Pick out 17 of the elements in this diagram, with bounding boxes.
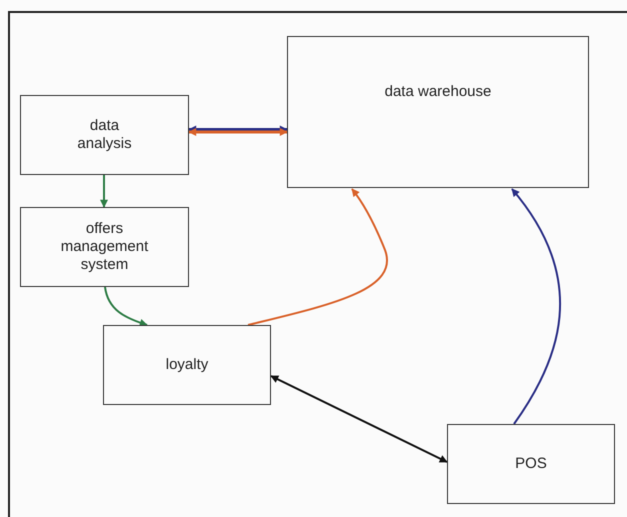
box-label: loyalty [166, 356, 208, 374]
arrow [188, 126, 288, 134]
process-box [20, 207, 189, 287]
process-box [20, 95, 189, 175]
box-label: data warehouse [384, 83, 492, 101]
process-box [287, 36, 589, 188]
box-label: data analysis [76, 117, 133, 153]
process-box [447, 424, 615, 504]
box-label: POS [515, 455, 547, 473]
arrow [511, 188, 561, 425]
box-label: offers management system [60, 220, 150, 274]
arrow [100, 175, 108, 208]
arrow [248, 188, 388, 326]
arrow [188, 128, 288, 136]
process-box [103, 325, 271, 405]
arrow [270, 375, 448, 463]
arrow [104, 286, 148, 327]
